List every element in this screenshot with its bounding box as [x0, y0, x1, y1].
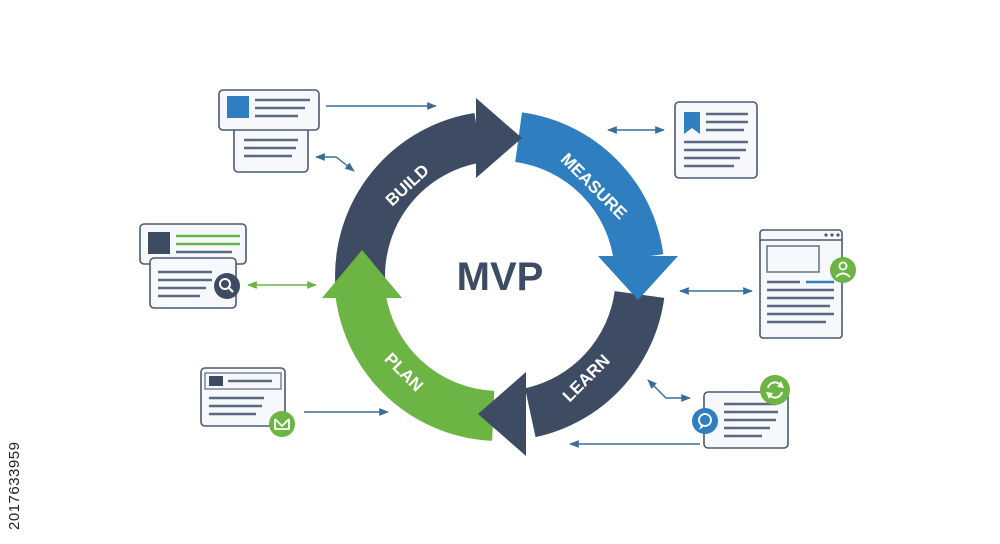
card-learn-browser [759, 229, 856, 339]
connector-card1-ring [315, 153, 355, 172]
build-arrowhead [476, 98, 522, 178]
cycle-ring [335, 112, 665, 441]
center-title: MVP [457, 255, 544, 299]
card-plan-mail [200, 367, 295, 437]
measure-arrowhead [598, 256, 678, 300]
plan-arc [335, 290, 495, 441]
search-icon [214, 273, 240, 299]
card-build-docs [218, 89, 320, 173]
card-learn-feedback [692, 375, 790, 449]
card-plan-research [139, 223, 247, 309]
cycle-arrowheads [322, 98, 678, 456]
learn-arc [524, 290, 665, 438]
stock-image-id: 2017633959 [6, 441, 23, 530]
mail-icon [269, 411, 295, 437]
measure-arc [514, 112, 664, 262]
chat-icon [692, 408, 718, 434]
card-measure-bookmark [674, 101, 758, 179]
plan-arrowhead [322, 250, 402, 298]
connectors [247, 102, 753, 448]
user-icon [830, 257, 856, 283]
bookmark-icon [684, 112, 700, 134]
connector-card6-learn [647, 379, 691, 402]
learn-arrowhead [478, 372, 526, 456]
refresh-icon [760, 375, 790, 405]
